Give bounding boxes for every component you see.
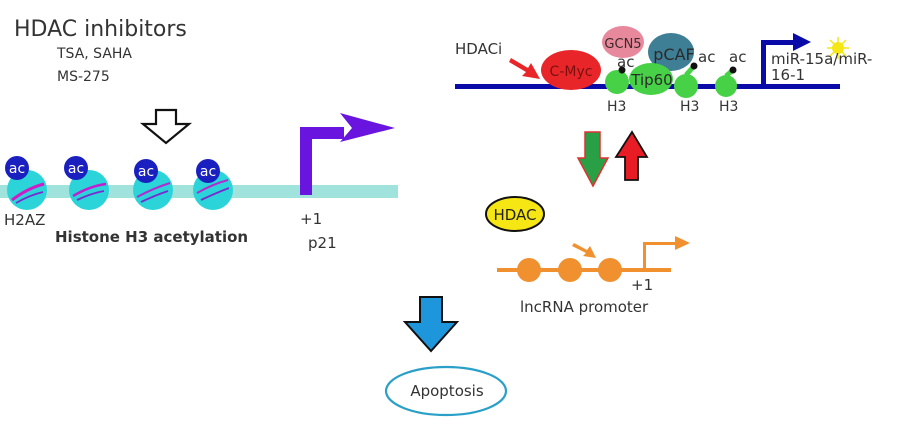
cmyc-protein: C-Myc — [541, 50, 601, 90]
svg-text:ac: ac — [200, 164, 216, 180]
svg-text:ac: ac — [68, 161, 84, 177]
pcaf-protein: pCAF — [648, 33, 695, 71]
hdaci-red-arrow-icon — [509, 58, 540, 79]
histone-acetylation-label: Histone H3 acetylation — [55, 228, 248, 246]
lncrna-nucleosome-1 — [517, 258, 541, 282]
mirna-label-line-2: 16-1 — [771, 66, 805, 84]
h2az-label: H2AZ — [4, 211, 45, 229]
h3-nucleosome-3 — [715, 68, 737, 97]
svg-text:pCAF: pCAF — [653, 45, 694, 64]
mirna-label-line-1: miR-15a/miR- — [771, 50, 872, 68]
p21-tss-arrow-icon — [300, 113, 395, 195]
sun-burst-icon — [827, 37, 849, 59]
ac-badge-1: ac — [5, 156, 29, 180]
drugs-line-1: TSA, SAHA — [56, 46, 132, 62]
svg-text:C-Myc: C-Myc — [550, 64, 593, 80]
p21-tss-label: +1 — [300, 210, 322, 228]
svg-text:ac: ac — [9, 161, 25, 177]
lncrna-nucleosome-3 — [598, 258, 622, 282]
lncrna-nucleosome-2 — [558, 258, 582, 282]
red-up-arrow-icon — [614, 130, 649, 181]
gcn5-protein: GCN5 — [602, 26, 644, 58]
svg-text:HDAC: HDAC — [493, 206, 536, 224]
h3-label-2: H3 — [680, 99, 699, 115]
mirna-tss-arrow-icon — [761, 33, 811, 89]
h3-nucleosome-1 — [605, 70, 629, 94]
acetyl-dot-3 — [729, 66, 737, 74]
hdac-inhibitors-title: HDAC inhibitors — [14, 17, 187, 42]
ac-badge-2: ac — [64, 156, 88, 180]
h3-label-3: H3 — [719, 99, 738, 115]
tip60-protein: Tip60 — [629, 63, 673, 95]
ac-badge-4: ac — [196, 159, 220, 183]
svg-text:ac: ac — [138, 164, 154, 180]
hdac-orange-arrow-icon — [572, 243, 596, 258]
lncrna-tss-label: +1 — [631, 276, 653, 294]
h3-label-1: H3 — [607, 99, 626, 115]
drugs-line-2: MS-275 — [57, 69, 110, 85]
ac-label-3: ac — [729, 48, 746, 66]
hdac-enzyme: HDAC — [485, 196, 545, 232]
p21-gene-label: p21 — [308, 234, 337, 252]
svg-text:GCN5: GCN5 — [604, 37, 641, 52]
lncrna-dna-strand — [497, 268, 671, 272]
acetyl-dot-1 — [618, 66, 626, 74]
hollow-down-arrow-icon — [139, 108, 193, 145]
ac-label-1: ac — [617, 53, 634, 71]
blue-down-arrow-icon — [402, 296, 460, 353]
lncrna-promoter-label: lncRNA promoter — [520, 298, 649, 316]
apoptosis-outcome: Apoptosis — [384, 365, 508, 417]
acetyl-dot-2 — [690, 62, 698, 70]
lncrna-tss-arrow-icon — [643, 236, 690, 271]
ac-badge-3: ac — [134, 159, 158, 183]
hdaci-label: HDACi — [455, 40, 502, 58]
ac-label-2: ac — [698, 48, 715, 66]
svg-text:Apoptosis: Apoptosis — [410, 382, 484, 400]
svg-text:Tip60: Tip60 — [630, 71, 672, 89]
nucleosome-2 — [69, 170, 109, 210]
green-down-arrow-icon — [576, 131, 610, 188]
